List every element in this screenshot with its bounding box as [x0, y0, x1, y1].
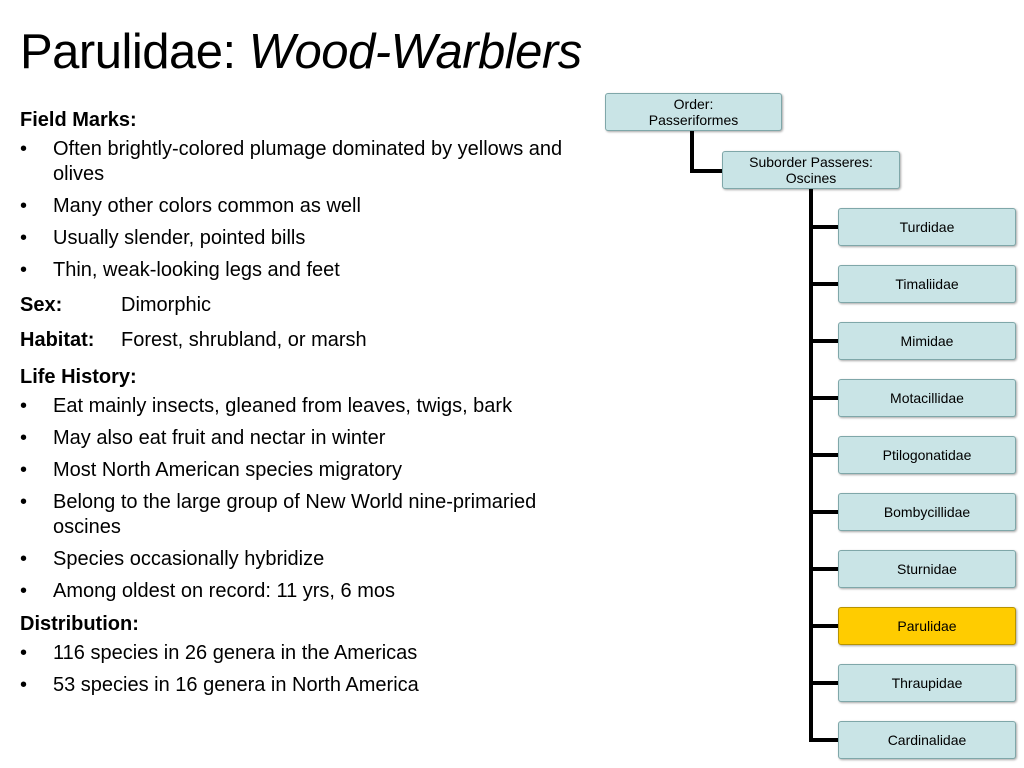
- connector-order-vertical: [690, 131, 694, 173]
- list-item: Many other colors common as well: [20, 194, 605, 219]
- sex-label: Sex:: [20, 294, 63, 316]
- family-node-mimidae: Mimidae: [838, 322, 1016, 360]
- family-node-parulidae-highlighted: Parulidae: [838, 607, 1016, 645]
- connector-branch: [809, 681, 839, 685]
- connector-branch: [809, 396, 839, 400]
- facts-panel: Field Marks: Often brightly-colored plum…: [20, 108, 605, 705]
- title-italic: Wood-Warblers: [248, 25, 582, 79]
- connector-branch: [809, 339, 839, 343]
- list-item: Most North American species migratory: [20, 458, 605, 483]
- connector-order-horizontal: [690, 169, 723, 173]
- family-node-cardinalidae: Cardinalidae: [838, 721, 1016, 759]
- family-node-ptilogonatidae: Ptilogonatidae: [838, 436, 1016, 474]
- life-history-list: Eat mainly insects, gleaned from leaves,…: [20, 394, 605, 604]
- list-item: Among oldest on record: 11 yrs, 6 mos: [20, 579, 605, 604]
- list-item: May also eat fruit and nectar in winter: [20, 426, 605, 451]
- order-line1: Order:: [673, 96, 714, 112]
- connector-branch: [809, 225, 839, 229]
- sex-value: Dimorphic: [121, 294, 212, 316]
- field-marks-heading: Field Marks:: [20, 109, 137, 131]
- connector-branch: [809, 282, 839, 286]
- list-item: Belong to the large group of New World n…: [20, 490, 605, 540]
- list-item: 116 species in 26 genera in the Americas: [20, 641, 605, 666]
- suborder-line2: Oscines: [785, 170, 837, 186]
- connector-suborder-trunk: [809, 189, 813, 742]
- page-title: Parulidae: Wood-Warblers: [20, 22, 582, 82]
- habitat-row: Habitat: Forest, shrubland, or marsh: [20, 328, 605, 353]
- title-main: Parulidae:: [20, 25, 249, 79]
- life-history-heading: Life History:: [20, 366, 137, 388]
- distribution-heading: Distribution:: [20, 613, 139, 635]
- family-node-turdidae: Turdidae: [838, 208, 1016, 246]
- connector-branch: [809, 567, 839, 571]
- family-node-thraupidae: Thraupidae: [838, 664, 1016, 702]
- list-item: Species occasionally hybridize: [20, 547, 605, 572]
- family-node-motacillidae: Motacillidae: [838, 379, 1016, 417]
- connector-branch: [809, 738, 839, 742]
- field-marks-list: Often brightly-colored plumage dominated…: [20, 137, 605, 283]
- suborder-line1: Suborder Passeres:: [749, 154, 873, 170]
- habitat-label: Habitat:: [20, 329, 95, 351]
- family-node-bombycillidae: Bombycillidae: [838, 493, 1016, 531]
- connector-branch: [809, 510, 839, 514]
- habitat-value: Forest, shrubland, or marsh: [121, 329, 367, 351]
- family-node-sturnidae: Sturnidae: [838, 550, 1016, 588]
- distribution-list: 116 species in 26 genera in the Americas…: [20, 641, 605, 698]
- order-line2: Passeriformes: [648, 112, 739, 128]
- connector-branch: [809, 453, 839, 457]
- family-node-timaliidae: Timaliidae: [838, 265, 1016, 303]
- connector-branch: [809, 624, 839, 628]
- suborder-node: Suborder Passeres: Oscines: [722, 151, 900, 189]
- sex-row: Sex: Dimorphic: [20, 293, 605, 318]
- list-item: Usually slender, pointed bills: [20, 226, 605, 251]
- list-item: Eat mainly insects, gleaned from leaves,…: [20, 394, 605, 419]
- order-node: Order: Passeriformes: [605, 93, 782, 131]
- list-item: Often brightly-colored plumage dominated…: [20, 137, 605, 187]
- list-item: 53 species in 16 genera in North America: [20, 673, 605, 698]
- list-item: Thin, weak-looking legs and feet: [20, 258, 605, 283]
